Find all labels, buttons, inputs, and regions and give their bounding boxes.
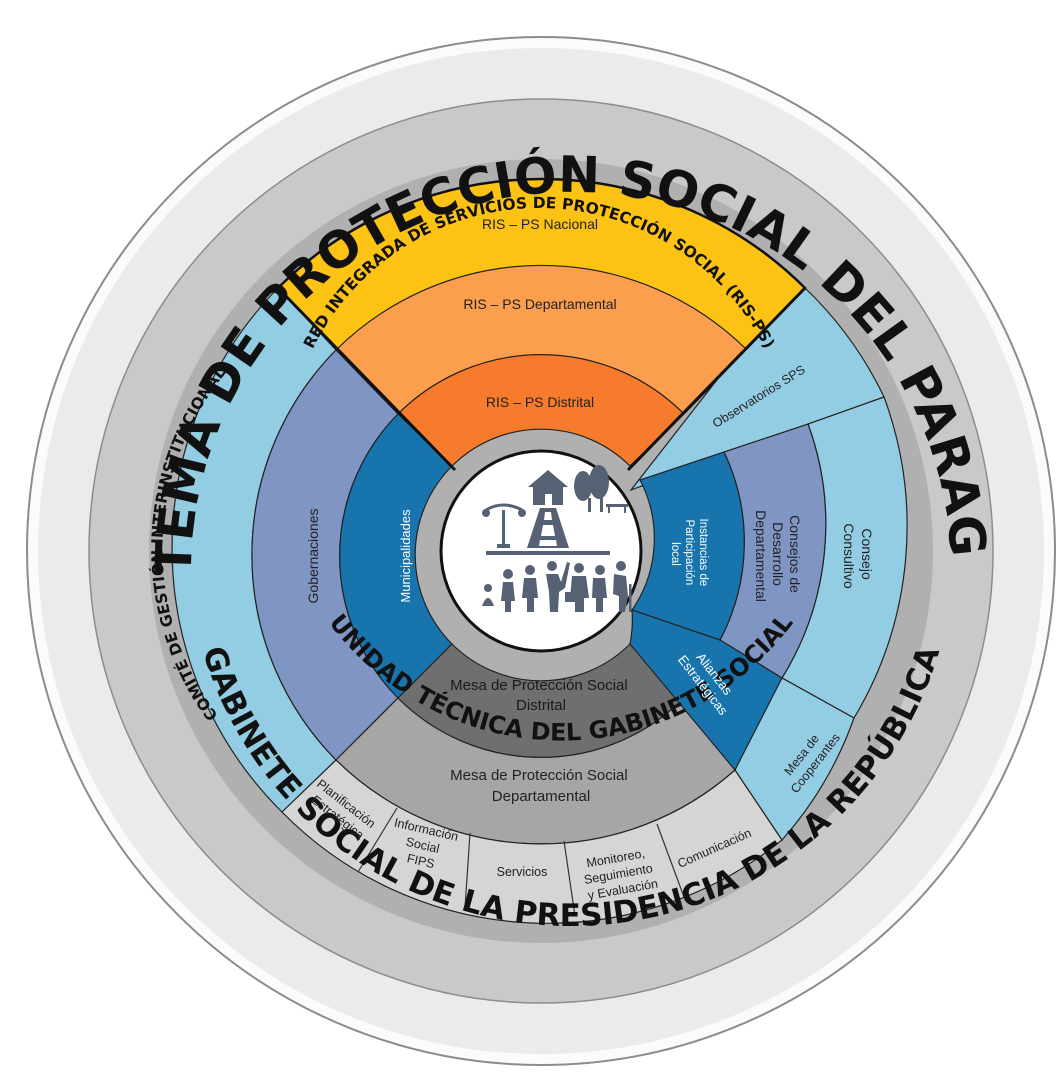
- mesa-distrital-line: Distrital: [516, 697, 566, 714]
- ris-departamental-label: RIS – PS Departamental: [463, 296, 616, 312]
- separator-top-left: [276, 286, 457, 472]
- consejos-desarrollo-label: Consejos de Desarrollo Departamental: [753, 510, 803, 602]
- mesa-departamental-line: Departamental: [492, 788, 590, 805]
- area-informacion-line: FIPS: [406, 851, 436, 871]
- mesa-distrital-line: Mesa de Protección Social: [450, 677, 628, 694]
- mesa-departamental-label: Mesa de Protección Social Departamental: [450, 767, 632, 805]
- mesa-cooperantes-segment: [734, 677, 855, 841]
- gobernaciones-label: Gobernaciones: [305, 509, 321, 604]
- municipalidades-segment: [339, 413, 453, 699]
- area-divider: [563, 840, 576, 917]
- municipalidades-label: Municipalidades: [398, 509, 413, 603]
- instancias-label: Instancias de Participación local: [669, 519, 709, 590]
- area-servicios-label: Servicios: [497, 865, 548, 879]
- consejos-desarrollo-line: Desarrollo: [770, 522, 786, 586]
- area-divider: [464, 832, 471, 909]
- consejo-consultivo-line: Consejo: [859, 528, 875, 580]
- consejo-consultivo-line: Consultivo: [841, 523, 857, 589]
- mesa-distrital-label: Mesa de Protección Social Distrital: [450, 677, 632, 714]
- area-divider: [656, 823, 685, 898]
- separator-top-right: [626, 286, 807, 472]
- community-people-icon: [482, 465, 632, 612]
- consejos-desarrollo-line: Departamental: [753, 510, 769, 602]
- ris-nacional-label: RIS – PS Nacional: [482, 216, 598, 232]
- area-divider: [357, 807, 398, 873]
- consejo-consultivo-label: Consejo Consultivo: [841, 523, 875, 589]
- instancias-line: local: [669, 542, 681, 566]
- consejos-desarrollo-line: Consejos de: [787, 515, 803, 593]
- instancias-line: Participación: [683, 519, 695, 585]
- instancias-line: Instancias de: [697, 519, 709, 587]
- ris-distrital-label: RIS – PS Distrital: [486, 394, 594, 410]
- mesa-departamental-line: Mesa de Protección Social: [450, 767, 628, 784]
- ris-distrital-segment: [397, 354, 685, 467]
